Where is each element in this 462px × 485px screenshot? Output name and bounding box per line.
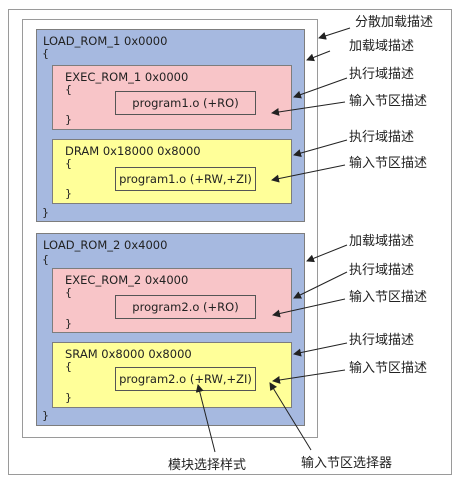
exec-region-sram-open-brace: {	[65, 360, 72, 373]
section-selector-1: program1.o (+RO)	[115, 91, 256, 115]
arrow-ram-2	[293, 342, 348, 357]
load-region-2-open-brace: {	[42, 253, 49, 266]
arrow-load-2	[306, 244, 348, 263]
load-region-1-open-brace: {	[42, 47, 49, 60]
section-selector-4-text: program2.o (+RW,+ZI)	[119, 372, 252, 386]
section-selector-4: program2.o (+RW,+ZI)	[115, 367, 256, 391]
section-selector-2-text: program1.o (+RW,+ZI)	[119, 172, 252, 186]
label-section-desc-1: 输入节区描述	[349, 94, 428, 109]
label-load-desc-1: 加载域描述	[349, 39, 415, 54]
exec-region-2-title: EXEC_ROM_2 0x4000	[65, 273, 189, 287]
load-region-2-close-brace: }	[42, 409, 49, 422]
load-region-1-title: LOAD_ROM_1 0x0000	[43, 34, 168, 48]
arrow-exec-2	[293, 271, 348, 299]
label-section-desc-3: 输入节区描述	[349, 290, 428, 305]
exec-region-1-open-brace: {	[65, 83, 72, 96]
arrow-load-1	[306, 50, 331, 62]
arrow-exec-1	[293, 77, 348, 99]
load-region-2-title: LOAD_ROM_2 0x4000	[43, 238, 168, 252]
label-exec-desc-2: 执行域描述	[349, 130, 415, 145]
exec-region-2: EXEC_ROM_2 0x4000 { }	[52, 268, 292, 333]
label-module-pattern: 模块选择样式	[168, 458, 247, 473]
label-exec-desc-1: 执行域描述	[349, 67, 415, 82]
arrow-ram-1	[293, 139, 348, 157]
label-scatter-desc: 分散加载描述	[355, 15, 434, 30]
exec-region-dram-title: DRAM 0x18000 0x8000	[65, 144, 201, 158]
exec-region-2-close-brace: }	[65, 317, 72, 330]
load-region-1-close-brace: }	[42, 206, 49, 219]
label-section-desc-4: 输入节区描述	[349, 361, 428, 376]
exec-region-dram-close-brace: }	[65, 187, 72, 200]
arrow-module-pattern	[195, 384, 216, 453]
section-selector-2: program1.o (+RW,+ZI)	[115, 167, 256, 191]
exec-region-dram-open-brace: {	[65, 157, 72, 170]
label-section-desc-2: 输入节区描述	[349, 156, 428, 171]
exec-region-sram: SRAM 0x8000 0x8000 { }	[52, 342, 292, 408]
arrow-sect-3	[272, 298, 346, 318]
label-load-desc-2: 加载域描述	[349, 234, 415, 249]
exec-region-1: EXEC_ROM_1 0x0000 { }	[52, 65, 292, 130]
arrow-sect-2	[271, 164, 346, 183]
exec-region-sram-close-brace: }	[65, 391, 72, 404]
arrow-sect-4	[272, 369, 346, 384]
section-selector-3: program2.o (+RO)	[115, 295, 256, 319]
arrow-sect-1	[271, 101, 346, 116]
label-exec-desc-3: 执行域描述	[349, 263, 415, 278]
section-selector-3-text: program2.o (+RO)	[132, 300, 239, 314]
label-exec-desc-4: 执行域描述	[349, 333, 415, 348]
exec-region-2-open-brace: {	[65, 286, 72, 299]
arrow-scatter	[318, 27, 351, 40]
exec-region-dram: DRAM 0x18000 0x8000 { }	[52, 139, 292, 204]
section-selector-1-text: program1.o (+RO)	[132, 96, 239, 110]
label-section-selector: 输入节区选择器	[301, 456, 393, 471]
exec-region-1-title: EXEC_ROM_1 0x0000	[65, 70, 189, 84]
exec-region-sram-title: SRAM 0x8000 0x8000	[65, 347, 192, 361]
exec-region-1-close-brace: }	[65, 113, 72, 126]
arrow-section-selector	[269, 382, 312, 451]
